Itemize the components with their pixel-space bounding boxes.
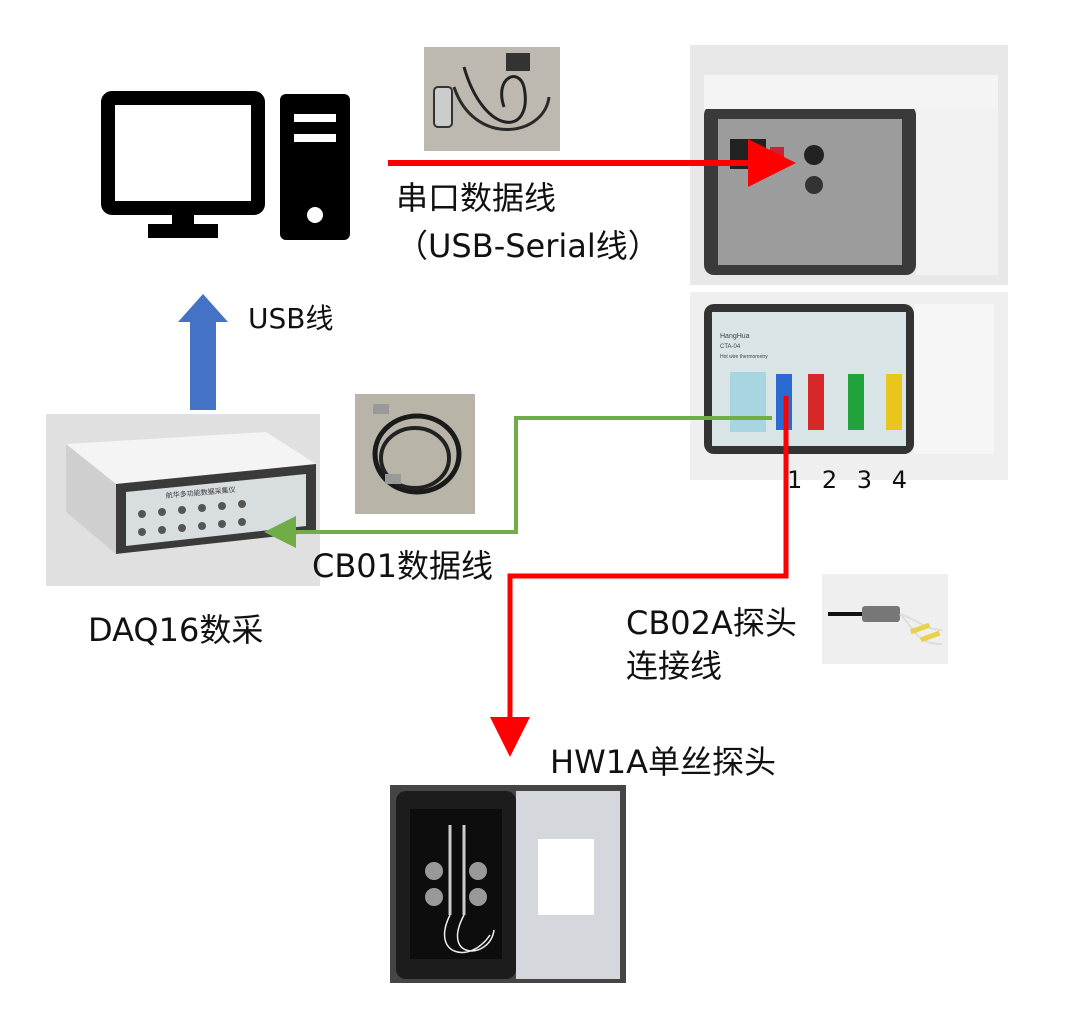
- channel-numbers: 1 2 3 4: [787, 466, 913, 494]
- channel-3-color: [848, 374, 864, 430]
- usb-serial-cable-photo: [424, 47, 560, 151]
- anemometer-model: CTA-04: [720, 344, 741, 350]
- anemometer-sub: Hot wire thermometry: [720, 354, 768, 360]
- anemometer-brand: HangHua: [720, 333, 750, 340]
- probe-cable-photo: [822, 574, 948, 664]
- cb02a-label-line2: 连接线: [626, 647, 723, 685]
- serial-line-sublabel: （USB-Serial线）: [396, 227, 660, 265]
- anemometer-front-photo: HangHua CTA-04 Hot wire thermometry: [690, 292, 1008, 480]
- hw1a-probe-case-photo: [390, 785, 626, 983]
- daq16-photo: 航华多功能数据采集仪: [46, 414, 320, 586]
- bnc-cable-photo: [355, 394, 475, 514]
- computer-icon: [101, 91, 350, 240]
- cb01-connection-arrow: [264, 416, 772, 548]
- usb-up-arrow: [178, 294, 228, 410]
- daq16-label: DAQ16数采: [88, 611, 264, 649]
- channel-4-color: [886, 374, 902, 430]
- usb-label: USB线: [248, 302, 334, 335]
- cb02a-label: CB02A探头: [626, 604, 797, 642]
- hw1a-label: HW1A单丝探头: [550, 743, 776, 781]
- cb02a-connection-arrow: [490, 396, 789, 757]
- channel-2-color: [808, 374, 824, 430]
- serial-line-label: 串口数据线: [396, 179, 557, 217]
- cb01-label: CB01数据线: [312, 547, 494, 585]
